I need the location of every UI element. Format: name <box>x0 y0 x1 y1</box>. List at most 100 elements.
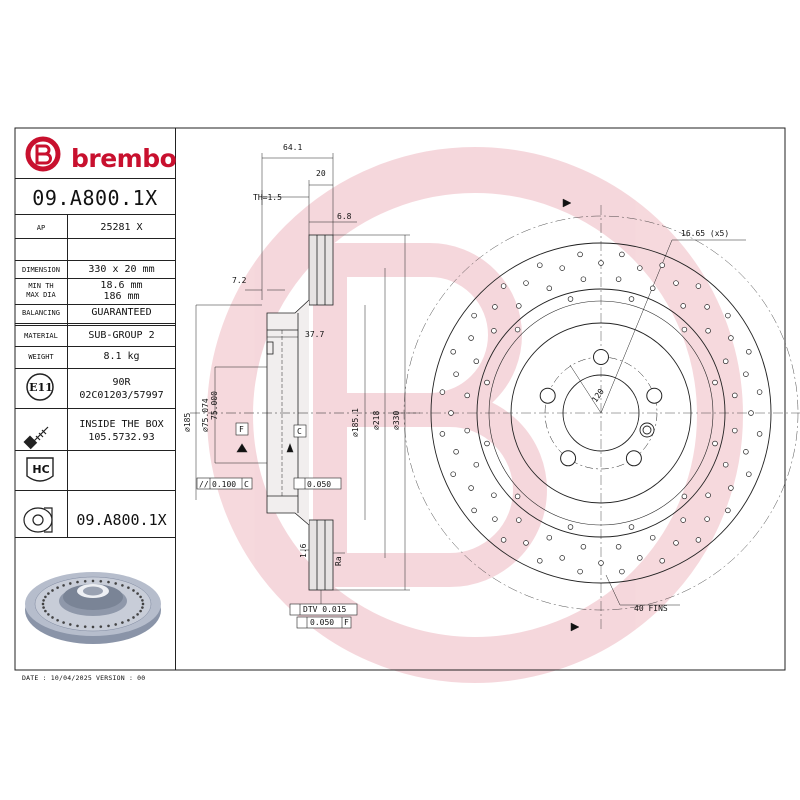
drill-hole <box>567 296 574 302</box>
runout-value: 0.050 <box>310 618 334 627</box>
drill-hole <box>637 265 643 271</box>
photo-hole <box>99 625 103 629</box>
bottom-part-number: 09.A800.1X <box>76 511 167 529</box>
photo-hole <box>44 609 47 613</box>
front-view-leaders <box>562 198 746 632</box>
dim-6-8: 6.8 <box>337 212 352 221</box>
min-th-value: 18.6 mm <box>100 280 143 291</box>
photo-hole <box>44 595 47 599</box>
inside-box-label: INSIDE THE BOX <box>79 419 164 430</box>
roughness-bottom: Ra <box>334 556 343 566</box>
drill-hole <box>705 328 711 334</box>
sidebar-icons <box>23 373 54 533</box>
drill-hole <box>580 276 587 282</box>
drill-hole <box>523 280 529 286</box>
drill-hole <box>473 461 480 468</box>
bolt-hole <box>560 450 577 467</box>
drill-hole <box>712 440 718 447</box>
photo-hole <box>83 579 87 583</box>
dtv-value: DTV 0.015 <box>303 605 347 614</box>
photo-hole <box>56 586 59 590</box>
drill-hole <box>484 379 490 386</box>
material-label: MATERIAL <box>24 332 58 340</box>
dim-disc-width: 20 <box>316 169 326 178</box>
drill-hole <box>523 540 529 546</box>
drill-hole <box>659 558 665 564</box>
dim-37-7: 37.7 <box>305 330 324 339</box>
drill-hole <box>743 371 749 377</box>
drill-hole <box>756 389 763 395</box>
drill-hole <box>748 410 754 416</box>
divider <box>15 323 175 324</box>
drill-hole <box>712 379 718 386</box>
dim-7-2: 7.2 <box>232 276 247 285</box>
drill-hole <box>500 283 507 289</box>
drill-hole <box>453 371 459 377</box>
inside-box-value: 105.5732.93 <box>88 432 155 443</box>
column-divider <box>67 490 68 537</box>
divider <box>15 490 175 491</box>
drill-hole <box>695 537 702 543</box>
ap-value: 25281 X <box>100 222 143 233</box>
drill-hole <box>439 431 446 437</box>
drill-hole <box>628 296 635 302</box>
divider <box>15 304 175 305</box>
drill-hole <box>491 328 497 334</box>
photo-hole <box>121 621 124 624</box>
photo-hole <box>114 623 118 626</box>
photo-hole <box>69 582 72 585</box>
divider <box>15 346 175 347</box>
drill-hole <box>514 493 521 500</box>
drill-hole <box>705 492 711 498</box>
photo-hole <box>121 584 124 587</box>
parallelism-symbol: // <box>199 480 209 489</box>
drill-hole <box>516 303 522 309</box>
drill-hole <box>732 392 738 399</box>
photo-hole <box>47 613 50 616</box>
divider <box>15 537 175 538</box>
disc-type-icon <box>23 507 53 533</box>
ece-number: 02C01203/57997 <box>79 390 164 401</box>
drill-hole <box>728 335 734 341</box>
drill-hole <box>559 265 565 271</box>
photo-hole <box>41 602 45 606</box>
drill-hole <box>537 558 543 564</box>
drill-hole <box>619 251 625 258</box>
drill-hole <box>722 461 729 468</box>
drill-hole <box>439 389 446 395</box>
photo-hole <box>107 580 110 584</box>
dim-width-total: 64.1 <box>283 143 302 152</box>
drill-hole <box>537 262 543 268</box>
drill-hole <box>471 312 477 319</box>
product-photo <box>25 572 161 644</box>
photo-hole <box>69 623 72 626</box>
photo-hole <box>139 595 142 599</box>
photo-hole <box>62 621 65 624</box>
dim-dia-330: ⌀330 <box>392 411 401 430</box>
photo-hole <box>141 606 144 609</box>
divider <box>15 450 175 451</box>
sheet-border <box>14 127 786 671</box>
screw-icon <box>23 426 49 450</box>
divider <box>15 238 175 239</box>
column-divider <box>67 214 68 514</box>
drill-hole <box>473 358 480 365</box>
max-dia-label: MAX DIA <box>26 291 56 299</box>
drill-hole <box>725 507 731 514</box>
drill-hole <box>546 534 553 541</box>
max-dia-value: 186 mm <box>103 291 140 302</box>
drill-hole <box>464 427 470 434</box>
parallelism-datum: C <box>244 480 249 489</box>
brand-logo: brembo <box>23 132 177 173</box>
ece-code: 90R <box>112 377 131 388</box>
hc-badge: HC <box>32 463 50 476</box>
ece-mark: E11 <box>29 381 53 394</box>
drill-hole <box>722 358 729 365</box>
runout-datum: F <box>344 618 349 627</box>
datum-c: C <box>297 427 302 436</box>
drill-hole <box>453 449 459 455</box>
drill-hole <box>728 485 734 491</box>
photo-hole <box>42 599 45 602</box>
front-view <box>395 205 800 630</box>
